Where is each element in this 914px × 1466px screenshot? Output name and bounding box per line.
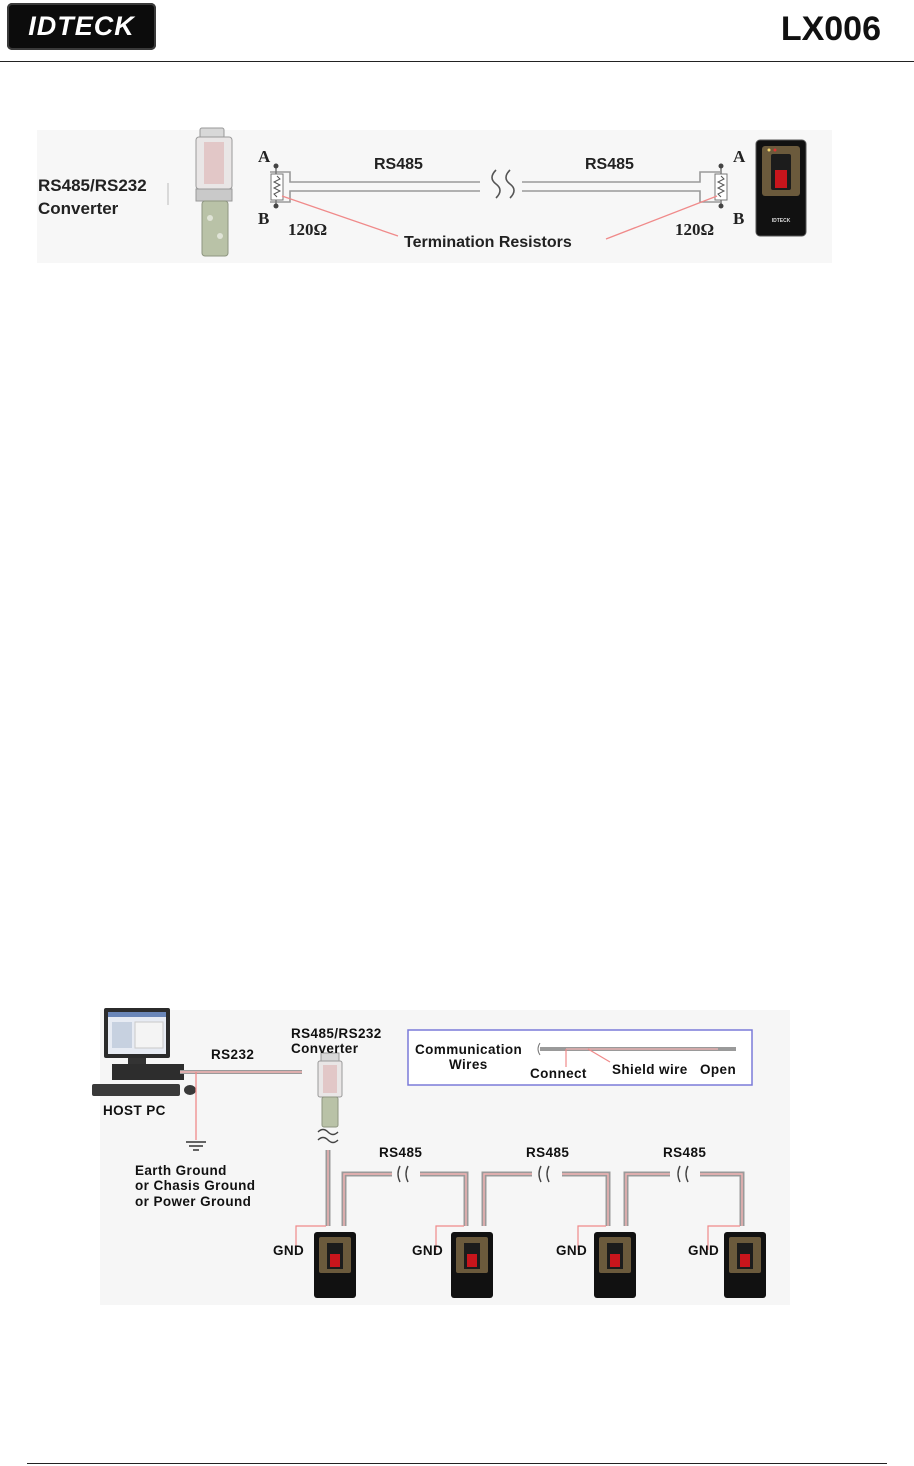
terminal-a-left: A [258,147,271,166]
communication-wires-label-line1: Communication [415,1042,522,1057]
gnd-label-1: GND [273,1243,304,1258]
cable-break-icon [318,1130,338,1143]
gnd-label-2: GND [412,1243,443,1258]
fingerprint-reader-image [724,1232,766,1298]
open-label: Open [700,1062,736,1077]
fingerprint-reader-image [451,1232,493,1298]
rs485-cable [270,172,720,202]
converter-label-line2: Converter [291,1041,359,1056]
shield-wire-label: Shield wire [612,1062,688,1077]
communication-wires-label-line2: Wires [449,1057,488,1072]
cable-break-icon [492,170,514,198]
resistor-value-right: 120Ω [675,220,714,239]
ground-label-line3: or Power Ground [135,1194,251,1209]
host-pc-label: HOST PC [103,1103,166,1118]
rs485-label-1: RS485 [379,1145,422,1160]
converter-device-image [318,1053,342,1127]
converter-label-line1: RS485/RS232 [291,1026,382,1041]
rs485-label-3: RS485 [663,1145,706,1160]
rs485-label-2: RS485 [526,1145,569,1160]
connect-label: Connect [530,1066,587,1081]
gnd-label-4: GND [688,1243,719,1258]
ground-label-line1: Earth Ground [135,1163,227,1178]
device-brand: IDTECK [772,218,791,224]
terminal-a-right: A [733,147,746,166]
terminal-b-left: B [258,209,269,228]
rs232-label: RS232 [211,1047,254,1062]
termination-diagram: RS485/RS232 Converter RS485 RS485 A B 12… [0,0,914,300]
ground-icon [186,1142,206,1150]
ground-label-line2: or Chasis Ground [135,1178,255,1193]
rs485-right-label: RS485 [585,156,634,173]
fingerprint-reader-image: IDTECK [756,140,806,236]
network-diagram: HOST PC RS232 Earth Ground or Chasis Gro… [0,990,914,1320]
rs485-bus-wiring [296,1150,742,1250]
fingerprint-reader-image [594,1232,636,1298]
footer-divider [27,1463,887,1464]
terminal-b-right: B [733,209,744,228]
gnd-label-3: GND [556,1243,587,1258]
fingerprint-reader-image [314,1232,356,1298]
resistor-value-left: 120Ω [288,220,327,239]
converter-label-line2: Converter [38,199,119,218]
converter-device-image [196,128,232,256]
converter-label-line1: RS485/RS232 [38,176,147,195]
rs485-left-label: RS485 [374,156,423,173]
host-pc-image [92,1008,196,1096]
termination-resistors-label: Termination Resistors [404,234,572,251]
